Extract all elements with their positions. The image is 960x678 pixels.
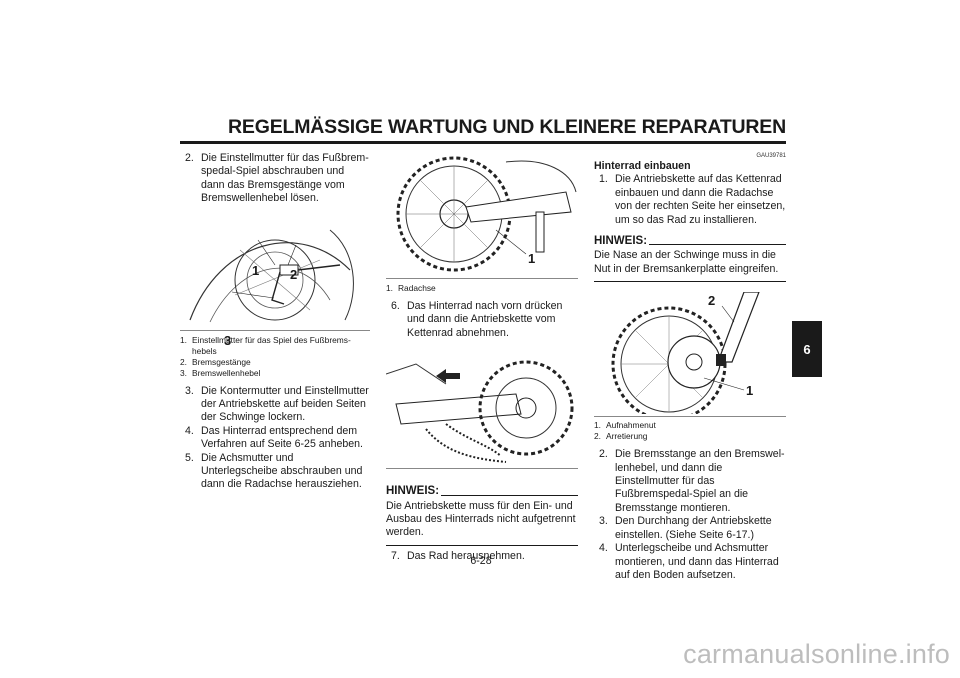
- step-1-right: 1.Die Antriebskette auf das Kettenrad ei…: [599, 173, 786, 226]
- figure-drive-chain: [386, 344, 578, 470]
- caption-2: 2.Bremsgestänge: [180, 356, 251, 367]
- step-2-left: 2. Die Einstellmutter für das Fußbrem­sp…: [180, 152, 370, 206]
- column-right: GAU39781 Hinterrad einbauen 1.Die Antrie…: [594, 152, 786, 582]
- title-rule: [180, 141, 786, 144]
- step-4-left: 4.Das Hinterrad entsprechend dem Ver­fah…: [185, 424, 363, 451]
- figure-label-1: 1: [528, 251, 536, 266]
- caption-radachse: 1.Radachse: [386, 283, 436, 293]
- note-heading: HINWEIS:: [594, 235, 786, 248]
- caption-2: 2.Arretierung: [594, 431, 648, 442]
- figure-label-2: 2: [708, 293, 716, 309]
- step-text: Die Einstellmutter für das Fußbrem­speda…: [201, 152, 369, 205]
- step-4-right: 4.Unterlegscheibe und Achsmutter montier…: [599, 542, 779, 581]
- figure-label-3: 3: [224, 332, 232, 348]
- rear-wheel-illustration: [396, 156, 577, 272]
- brake-plate-illustration: [611, 292, 760, 415]
- brake-drum-illustration: [189, 229, 354, 322]
- step-5-left: 5.Die Achsmutter und Unterlegscheibe abs…: [185, 451, 363, 491]
- figure-captions: 1.Aufnahmenut 2.Arretierung: [594, 420, 786, 442]
- caption-1: 1.Einstellmutter für das Spiel des Fußbr…: [180, 334, 351, 356]
- step-7-middle: 7.Das Rad herausnehmen.: [391, 549, 525, 562]
- step-2-right: 2.Die Bremsstange an den Bremswel­lenheb…: [599, 448, 785, 514]
- figure-brake-linkage: 1 2 3: [180, 210, 370, 347]
- page-number: 6-28: [470, 555, 492, 567]
- note-box-right: HINWEIS: Die Nase an der Schwinge muss i…: [594, 235, 786, 283]
- step-3-left: 3.Die Kontermutter und Einstellmutter de…: [185, 384, 369, 424]
- watermark: carmanualsonline.info: [683, 639, 950, 669]
- section-title: Hinterrad einbauen: [594, 160, 691, 172]
- figure-label-2: 2: [290, 266, 298, 282]
- note-box-middle: HINWEIS: Die Antriebskette muss für den …: [386, 485, 578, 546]
- figure-brake-plate: 2 1: [594, 292, 786, 418]
- page-title: REGELMÄSSIGE WARTUNG UND KLEINERE REPARA…: [228, 116, 786, 138]
- note-heading: HINWEIS:: [386, 485, 578, 498]
- caption-1: 1.Aufnahmenut: [594, 420, 656, 431]
- step-6-middle: 6.Das Hinterrad nach vorn drücken und da…: [391, 300, 563, 339]
- figure-captions: 1.Einstellmutter für das Spiel des Fußbr…: [180, 335, 370, 379]
- steps-list: 3.Die Kontermutter und Einstellmutter de…: [180, 385, 370, 492]
- caption-3: 3.Bremswellenhebel: [180, 367, 261, 378]
- note-text: Die Nase an der Schwinge muss in die Nut…: [594, 249, 786, 283]
- steps-list: 2.Die Bremsstange an den Bremswel­lenheb…: [594, 448, 786, 582]
- section-code: GAU39781: [756, 153, 786, 159]
- figure-rear-axle: 1: [386, 152, 578, 279]
- chapter-tab: 6: [792, 321, 822, 377]
- note-text: Die Antriebskette muss für den Ein- und …: [386, 500, 578, 546]
- step-number: 2.: [185, 152, 194, 164]
- step-3-right: 3.Den Durchhang der Antriebskette ein­st…: [599, 515, 772, 541]
- chain-illustration: [386, 360, 574, 464]
- figure-label-1: 1: [252, 262, 260, 278]
- column-left: 2. Die Einstellmutter für das Fußbrem­sp…: [180, 152, 370, 492]
- figure-label-1: 1: [746, 383, 754, 399]
- column-middle: 1 1.Radachse 6.Das Hinterrad nach vorn d…: [386, 152, 578, 563]
